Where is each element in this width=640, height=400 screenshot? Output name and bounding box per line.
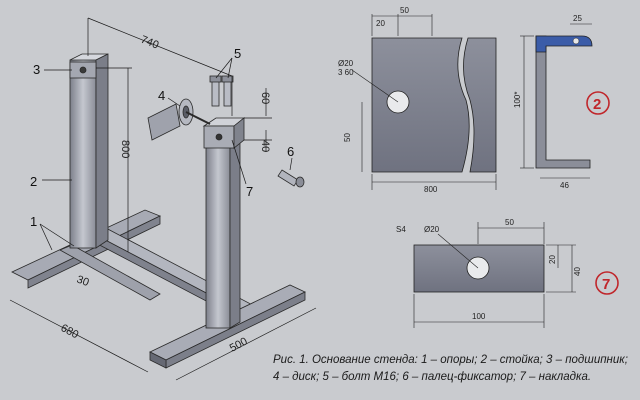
caption-line-2: 4 – диск; 5 – болт М16; 6 – палец-фиксат… (273, 371, 592, 383)
d7-hole: Ø20 (424, 225, 440, 234)
callout-1: 1 (30, 214, 37, 229)
callout-6: 6 (287, 144, 294, 159)
d2-dim-25: 25 (573, 14, 582, 23)
d2-hole-sub: 3 60 (338, 68, 354, 77)
d7-dim-50: 50 (505, 218, 514, 227)
locking-pin (277, 169, 299, 187)
callout-leaders (39, 57, 293, 251)
detail-2-plate (371, 37, 470, 173)
rear-post (69, 59, 97, 249)
figure-caption: Рис. 1. Основание стенда: 1 – опоры; 2 –… (273, 352, 633, 386)
detail-2-badge (586, 91, 610, 115)
dim-40: 40 (259, 140, 271, 152)
d2-dim-46: 46 (560, 181, 569, 190)
d2-dim-20: 20 (376, 19, 385, 28)
d7-s4: S4 (396, 225, 406, 234)
bolt-right (223, 79, 232, 107)
d2-hole: Ø20 (338, 59, 354, 68)
caption-line-1: Рис. 1. Основание стенда: 1 – опоры; 2 –… (273, 354, 628, 366)
detail-2-side-view (520, 23, 593, 179)
dim-500: 500 (228, 335, 250, 354)
dim-800: 800 (119, 140, 131, 158)
detail-2-badge-label: 2 (593, 96, 601, 113)
detail-7-badge-label: 7 (602, 276, 610, 293)
detail-2-front-view (351, 14, 497, 190)
bolt-left (211, 79, 220, 107)
d2-dim-100: 100* (513, 92, 522, 108)
callout-2: 2 (30, 174, 37, 189)
stand-assembly (11, 53, 306, 369)
callout-5: 5 (234, 46, 241, 61)
d2-dim-800: 800 (424, 185, 438, 194)
dim-60: 60 (259, 92, 271, 104)
dim-680: 680 (59, 322, 81, 341)
d7-dim-100: 100 (472, 312, 486, 321)
dim-740: 740 (139, 34, 161, 52)
callout-4: 4 (158, 88, 165, 103)
detail-2-top-lug (535, 35, 593, 53)
callout-7: 7 (246, 184, 253, 199)
d2-dim-50-left: 50 (343, 133, 352, 142)
d2-dim-50: 50 (400, 6, 409, 15)
d7-dim-20: 20 (548, 255, 557, 264)
rear-foot (59, 244, 161, 301)
callout-3: 3 (33, 62, 40, 77)
disk-bracket (147, 103, 181, 141)
dim-30: 30 (75, 274, 91, 289)
detail-7-plate (413, 222, 576, 328)
d7-dim-40: 40 (573, 267, 582, 276)
main-dimension-lines (9, 17, 317, 381)
front-post (205, 129, 231, 329)
detail-7-badge (595, 271, 619, 295)
